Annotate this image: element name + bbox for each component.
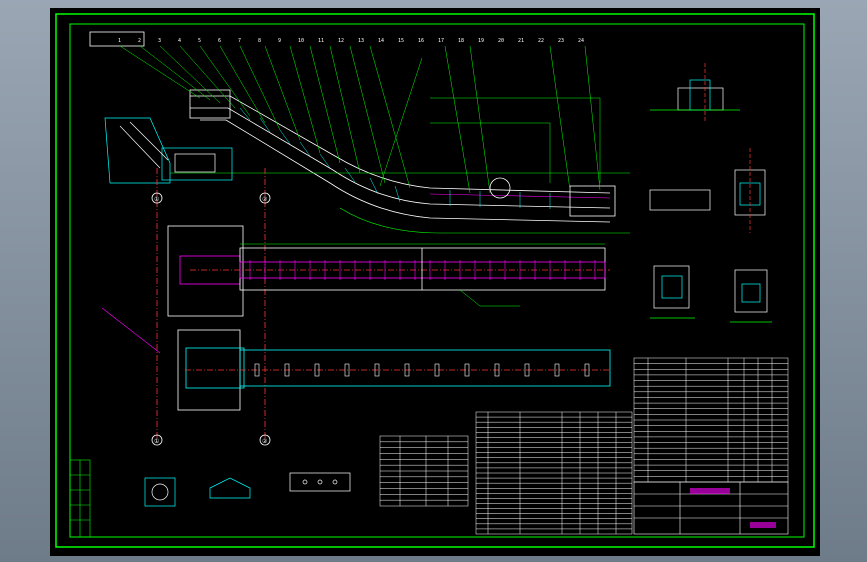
balloon-label: 18 <box>458 38 464 44</box>
plan-bolt <box>554 363 560 377</box>
drive-station <box>104 117 233 184</box>
balloon-label: 22 <box>538 38 544 44</box>
title-block <box>633 481 789 535</box>
balloon-label: 4 <box>178 38 181 44</box>
plan-view-upper-ribs <box>249 260 596 280</box>
axis-marker-1-top: ① <box>154 196 159 203</box>
plan-bolt <box>284 363 290 377</box>
balloon-label: 21 <box>518 38 524 44</box>
balloon-label: 24 <box>578 38 584 44</box>
inner-frame <box>69 23 805 538</box>
balloon-label: 14 <box>378 38 384 44</box>
conveyor-truss <box>239 107 551 209</box>
plan-bolt <box>344 363 350 377</box>
plan-bolt <box>494 363 500 377</box>
detail-view-c <box>650 265 772 323</box>
balloon-label: 17 <box>438 38 444 44</box>
balloon-label: 7 <box>238 38 241 44</box>
balloon-label: 20 <box>498 38 504 44</box>
axis-marker-2-top: ② <box>262 196 268 203</box>
plan-bolt <box>524 363 530 377</box>
plan-view-lower <box>101 307 611 411</box>
plan-bolt <box>584 363 590 377</box>
detail-view-b <box>649 148 766 233</box>
axis-markers <box>151 168 271 446</box>
balloon-label: 11 <box>318 38 324 44</box>
balloon-label: 1 <box>118 38 121 44</box>
balloon-label: 3 <box>158 38 161 44</box>
plan-bolt <box>254 363 260 377</box>
left-title-column <box>69 459 91 538</box>
outer-frame <box>55 13 815 548</box>
plan-bolt <box>464 363 470 377</box>
leader-lines <box>119 45 601 194</box>
balloon-label: 8 <box>258 38 261 44</box>
balloon-label: 19 <box>478 38 484 44</box>
plan-bolt <box>374 363 380 377</box>
balloon-label: 16 <box>418 38 424 44</box>
balloon-label: 6 <box>218 38 221 44</box>
balloon-label: 5 <box>198 38 201 44</box>
parts-list-table <box>475 411 633 535</box>
bom-table <box>633 357 789 483</box>
title-corner-box <box>89 31 145 47</box>
detail-view-a <box>650 63 740 123</box>
balloon-label: 13 <box>358 38 364 44</box>
balloon-label: 10 <box>298 38 304 44</box>
balloon-label: 15 <box>398 38 404 44</box>
balloon-label: 9 <box>278 38 281 44</box>
section-details <box>144 472 351 507</box>
axis-marker-1-bottom: ① <box>154 438 159 445</box>
axis-marker-2-bottom: ② <box>262 438 268 445</box>
plan-view-lower-ribs <box>254 363 590 377</box>
plan-upper-leader <box>459 289 520 307</box>
conveyor-elevation <box>170 89 630 234</box>
plan-bolt <box>434 363 440 377</box>
balloon-label: 2 <box>138 38 141 44</box>
balloon-label: 23 <box>558 38 564 44</box>
balloon-label: 12 <box>338 38 344 44</box>
plan-view-upper <box>167 225 610 317</box>
plan-bolt <box>314 363 320 377</box>
plan-bolt <box>404 363 410 377</box>
technical-parameter-table <box>379 435 469 507</box>
